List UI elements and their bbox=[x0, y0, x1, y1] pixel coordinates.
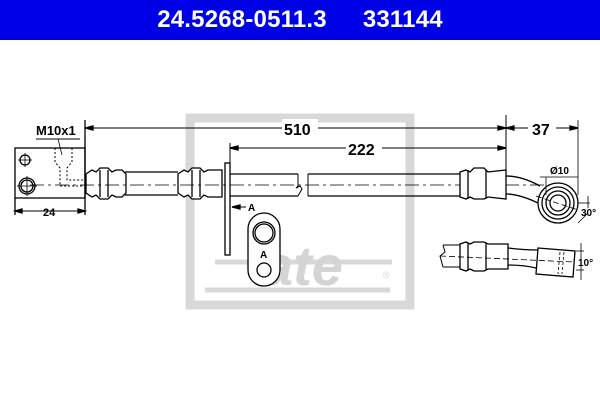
dim-10-deg: 10° bbox=[578, 258, 593, 269]
dim-24: 24 bbox=[43, 207, 56, 219]
watermark-registered: ® bbox=[383, 270, 390, 280]
dim-diameter: Ø10 bbox=[550, 166, 569, 177]
left-ferrule bbox=[85, 167, 127, 200]
bracket-ferrule bbox=[177, 167, 223, 200]
right-ferrule bbox=[459, 167, 507, 200]
dim-37: 37 bbox=[532, 122, 550, 139]
label-bg bbox=[282, 119, 318, 137]
dim-30-deg: 30° bbox=[581, 208, 596, 219]
section-label: A bbox=[260, 250, 267, 261]
thread-label: M10x1 bbox=[36, 123, 76, 138]
banjo-eye bbox=[535, 182, 579, 224]
banjo-block bbox=[14, 147, 86, 199]
title-bar: 24.5268-0511.3 331144 bbox=[0, 0, 600, 40]
dim-222: 222 bbox=[348, 142, 375, 159]
part-number: 24.5268-0511.3 bbox=[157, 6, 327, 33]
reference-number: 331144 bbox=[362, 6, 443, 33]
ate-watermark bbox=[185, 113, 415, 310]
end-detail-view bbox=[439, 241, 584, 280]
section-a-view bbox=[247, 212, 281, 287]
section-marker: A bbox=[248, 203, 255, 214]
dim-510: 510 bbox=[284, 122, 311, 139]
label-bg bbox=[528, 119, 556, 137]
label-bg bbox=[346, 140, 382, 158]
bracket-plate bbox=[224, 162, 231, 256]
